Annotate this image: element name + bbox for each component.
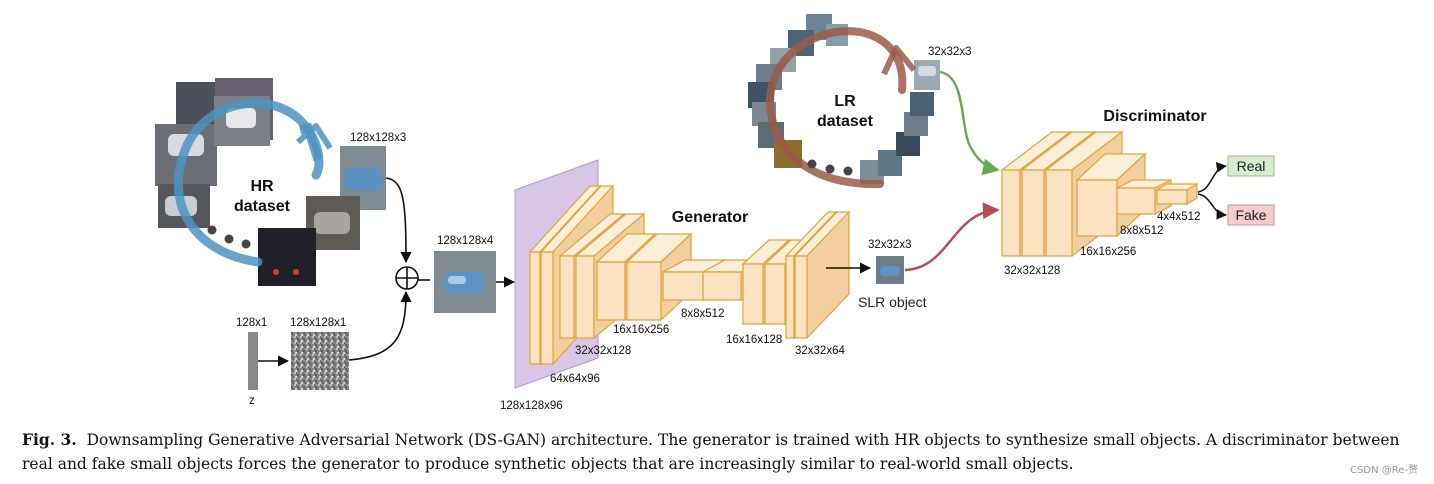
real-box: [1227, 155, 1275, 177]
lr-ring-arrow: [765, 27, 907, 189]
z-label: z: [249, 395, 255, 407]
disc-layer-label-2: 8x8x512: [1120, 225, 1163, 237]
noise-to-concat-arrow: [348, 290, 412, 361]
lr-dataset: LR dataset 32x32x3: [748, 14, 1000, 189]
noise-size-label: 128x128x1: [290, 317, 346, 329]
noise-input: 128x1 z 128x128x1: [236, 290, 412, 407]
disc-layer-label-0: 32x32x128: [1004, 265, 1060, 277]
discriminator-title: Discriminator: [1103, 108, 1206, 125]
slr-size-label: 32x32x3: [868, 239, 911, 251]
gen-layer-label-0: 128x128x96: [500, 400, 563, 412]
generator-layer-blocks: [528, 184, 851, 366]
lr-to-discriminator-arrow: [939, 70, 1000, 176]
real-label: Real: [1237, 158, 1266, 174]
disc-block-5: [1154, 182, 1200, 206]
disc-layer-label-1: 16x16x256: [1080, 246, 1136, 258]
disc-block-4: [1116, 179, 1172, 215]
gen-layer-label-2: 32x32x128: [575, 345, 631, 357]
caption-fig-number: Fig. 3.: [22, 430, 77, 449]
slr-to-discriminator-arrow: [904, 202, 1000, 272]
hr-ellipsis-dots: [207, 225, 251, 249]
lr-thumb-size: 32x32x3: [928, 46, 971, 58]
fake-label: Fake: [1235, 207, 1266, 223]
concat-symbol: [395, 266, 419, 290]
gen-layer-label-3: 16x16x256: [613, 324, 669, 336]
disc-layer-label-3: 4x4x512: [1157, 211, 1200, 223]
slr-label: SLR object: [858, 294, 927, 310]
z-vector: [248, 332, 258, 390]
hr-title-line2: dataset: [234, 198, 291, 215]
discriminator-layer-blocks: [1000, 130, 1200, 258]
hr-title-line1: HR: [250, 178, 274, 195]
gen-layer-label-5: 16x16x128: [726, 334, 782, 346]
ds-gan-diagram: HR dataset 128x128x3 128x1 z 128x128x1 1…: [155, 14, 1275, 412]
disc-to-fake-arrow: [1197, 193, 1228, 220]
hr-dataset: HR dataset 128x128x3: [155, 78, 406, 286]
hr-to-concat-arrow: [385, 177, 412, 264]
gen-layer-label-4: 8x8x512: [681, 308, 724, 320]
generator-title: Generator: [672, 209, 748, 226]
lr-title-line2: dataset: [817, 113, 874, 130]
concat-size-label: 128x128x4: [437, 235, 494, 247]
disc-to-real-arrow: [1197, 162, 1228, 193]
figure-caption: Fig. 3. Downsampling Generative Adversar…: [22, 428, 1412, 476]
fake-box: [1227, 204, 1275, 226]
z-size-label: 128x1: [236, 317, 267, 329]
gen-block-11: [793, 210, 851, 340]
hr-thumb-size: 128x128x3: [350, 132, 406, 144]
noise-image: [291, 332, 349, 390]
generator: Generator 128x128x96 64x64x96 32x32x128 …: [500, 159, 872, 412]
concat-image: 128x128x4: [434, 235, 516, 313]
gen-layer-label-6: 32x32x64: [795, 345, 845, 357]
hr-ring-arrowhead: [296, 123, 333, 150]
gen-layer-label-1: 64x64x96: [550, 373, 600, 385]
discriminator: Discriminator 32x32x128 16x16x256 8x8x51…: [1000, 108, 1275, 277]
slr-object: 32x32x3 SLR object: [858, 202, 1000, 310]
lr-ellipsis-dots: [807, 159, 853, 176]
lr-ring-arrowhead: [881, 45, 917, 76]
watermark: CSDN @Re-赘: [1350, 465, 1418, 476]
caption-text: Downsampling Generative Adversarial Netw…: [22, 431, 1400, 473]
lr-title-line1: LR: [834, 93, 856, 110]
